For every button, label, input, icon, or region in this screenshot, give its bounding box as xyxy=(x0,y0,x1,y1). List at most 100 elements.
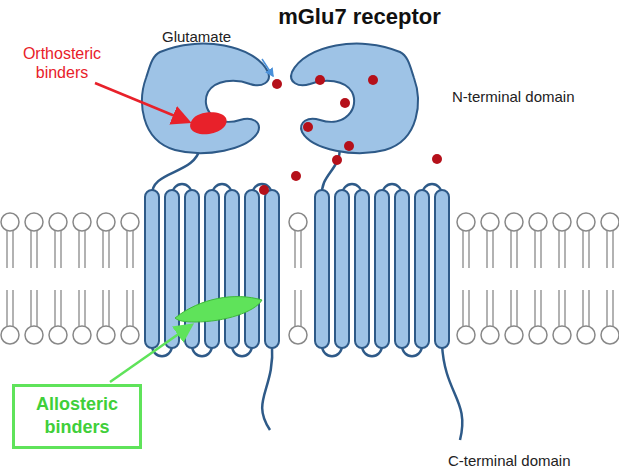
box-text: Allosteric binders xyxy=(23,393,131,440)
pointer-arrow xyxy=(262,59,273,76)
lipid-tail xyxy=(54,290,56,326)
lipid-tail xyxy=(558,231,560,268)
lipid-tail xyxy=(510,290,512,326)
helix xyxy=(375,190,389,348)
lipid-tail xyxy=(486,231,488,268)
label: N-terminal domain xyxy=(452,88,575,105)
lipid-tail xyxy=(54,231,56,268)
lipid-head xyxy=(97,213,115,231)
lipid-tail xyxy=(540,290,542,326)
lipid-tail xyxy=(582,231,584,268)
helix xyxy=(185,190,199,348)
lipid-head xyxy=(121,326,139,344)
lipid-tail xyxy=(564,290,566,326)
lipid-tail xyxy=(564,231,566,268)
lipid-tail xyxy=(126,290,128,326)
lipid-tail xyxy=(558,290,560,326)
lipid-tail xyxy=(60,231,62,268)
lipid-tail xyxy=(510,231,512,268)
lipid-tail xyxy=(60,290,62,326)
lipid-tail xyxy=(606,231,608,268)
lipid-tail xyxy=(108,231,110,268)
lipid-tail xyxy=(516,231,518,268)
helix xyxy=(435,190,449,348)
lipid-tail xyxy=(84,231,86,268)
lipid-tail xyxy=(300,231,302,268)
n-terminal-lobe xyxy=(291,44,418,153)
n-terminal-lobe xyxy=(142,44,269,153)
title: mGlu7 receptor xyxy=(0,4,619,30)
lipid-head xyxy=(529,213,547,231)
lipid-tail xyxy=(6,290,8,326)
pointer-arrow xyxy=(110,326,190,382)
helix xyxy=(265,190,279,348)
lipid-head xyxy=(529,326,547,344)
lipid-tail xyxy=(588,231,590,268)
lipid-tail xyxy=(132,290,134,326)
lipid-tail xyxy=(612,231,614,268)
lipid-head xyxy=(457,213,475,231)
helix xyxy=(205,190,219,348)
lipid-tail xyxy=(588,290,590,326)
lipid-tail xyxy=(612,290,614,326)
lipid-tail xyxy=(516,290,518,326)
lipid-head xyxy=(505,326,523,344)
helix xyxy=(355,190,369,348)
lipid-head xyxy=(553,213,571,231)
lipid-head xyxy=(49,326,67,344)
lipid-bilayer xyxy=(1,213,619,344)
lipid-head xyxy=(25,326,43,344)
helix xyxy=(225,190,239,348)
lipid-head xyxy=(49,213,67,231)
lipid-tail xyxy=(36,290,38,326)
label-box: Allosteric binders xyxy=(12,384,142,449)
pointer-arrow xyxy=(95,83,187,121)
lipid-tail xyxy=(534,231,536,268)
receptor-loops xyxy=(152,148,462,440)
label: C-terminal domain xyxy=(448,452,571,469)
lipid-tail xyxy=(30,231,32,268)
lipid-tail xyxy=(300,290,302,326)
lipid-head xyxy=(289,326,307,344)
lipid-head xyxy=(25,213,43,231)
lipid-tail xyxy=(582,290,584,326)
lipid-tail xyxy=(102,290,104,326)
lipid-head xyxy=(481,213,499,231)
lipid-head xyxy=(97,326,115,344)
lipid-tail xyxy=(294,290,296,326)
helix xyxy=(145,190,159,348)
lipid-head xyxy=(1,326,19,344)
lipid-tail xyxy=(492,290,494,326)
lipid-tail xyxy=(468,290,470,326)
lipid-tail xyxy=(534,290,536,326)
lipid-tail xyxy=(6,231,8,268)
lipid-tail xyxy=(78,290,80,326)
lipid-tail xyxy=(12,231,14,268)
helix xyxy=(395,190,409,348)
lipid-head xyxy=(289,213,307,231)
label: Glutamate xyxy=(162,28,231,45)
allosteric-ligand xyxy=(175,297,262,322)
lipid-tail xyxy=(36,231,38,268)
glutamate-dots xyxy=(259,75,442,195)
helix xyxy=(165,190,179,348)
lipid-tail xyxy=(132,231,134,268)
lipid-head xyxy=(577,213,595,231)
lipid-tail xyxy=(540,231,542,268)
lipid-tail xyxy=(78,231,80,268)
lipid-tail xyxy=(492,231,494,268)
lipid-head xyxy=(577,326,595,344)
helix xyxy=(335,190,349,348)
lipid-tail xyxy=(468,231,470,268)
lipid-head xyxy=(1,213,19,231)
lipid-head xyxy=(481,326,499,344)
lipid-head xyxy=(73,326,91,344)
lipid-head xyxy=(601,213,619,231)
lipid-head xyxy=(601,326,619,344)
lipid-tail xyxy=(84,290,86,326)
lipid-head xyxy=(457,326,475,344)
lipid-tail xyxy=(126,231,128,268)
helix xyxy=(315,190,329,348)
lipid-head xyxy=(73,213,91,231)
lipid-tail xyxy=(294,231,296,268)
